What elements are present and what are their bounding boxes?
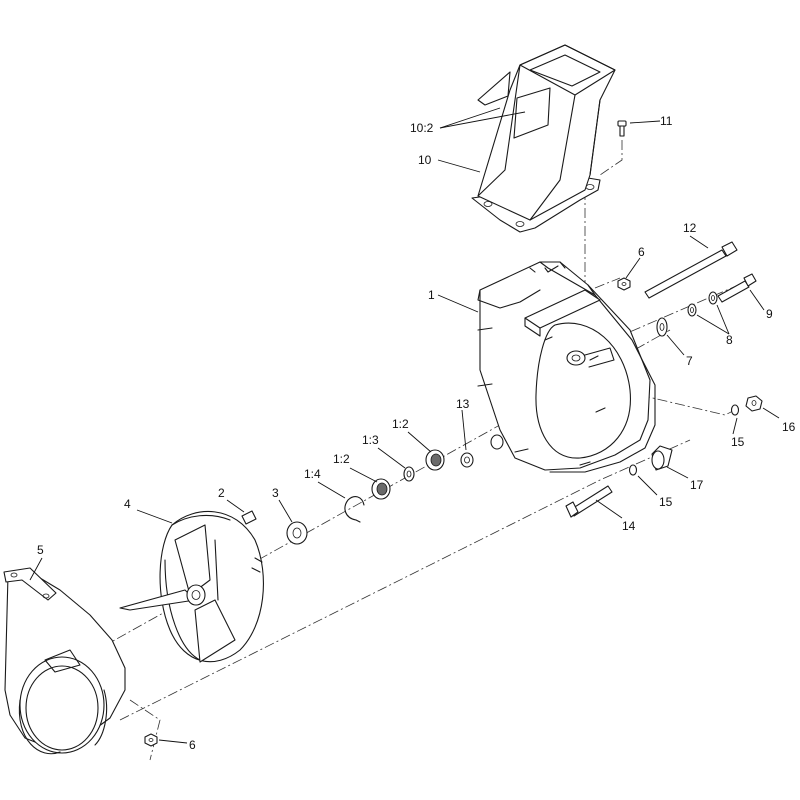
- blower-housing: [477, 261, 656, 473]
- callout-9: 9: [766, 307, 773, 321]
- callout-10: 10: [418, 153, 432, 167]
- callout-14: 14: [622, 519, 636, 533]
- callout-4: 4: [124, 497, 131, 511]
- callout-2: 2: [218, 486, 225, 500]
- hopper-bolt-axis: [599, 140, 623, 176]
- callout-1: 1: [428, 288, 435, 302]
- callout-15-right: 15: [731, 435, 745, 449]
- lower-bolt: [565, 485, 613, 518]
- callout-12: 12: [683, 221, 697, 235]
- callout-6-upper: 6: [638, 245, 645, 259]
- bearing-set: [344, 449, 445, 523]
- callout-11: 11: [660, 114, 673, 128]
- short-bolt: [717, 273, 757, 303]
- hopper-side-tab: [477, 71, 511, 106]
- callout-1-4: 1:4: [304, 467, 321, 481]
- bearing-spacer: [403, 466, 415, 482]
- callout-8: 8: [726, 333, 733, 347]
- callout-5: 5: [37, 543, 44, 557]
- label-plate: [513, 87, 551, 139]
- cover-nut: [144, 733, 158, 747]
- callout-15-lower: 15: [659, 495, 673, 509]
- housing-nut: [617, 277, 631, 291]
- callout-labels: 10:2 10 11 12 6 1 9 8 7 16 15 17 15 14 1…: [37, 114, 796, 752]
- long-shaft-bolt: [644, 241, 738, 299]
- impeller: [119, 510, 264, 663]
- callout-1-2-right: 1:2: [392, 417, 409, 431]
- right-washer-nut: [730, 395, 763, 416]
- shaft-key: [241, 510, 257, 525]
- flat-washers: [687, 291, 718, 317]
- callout-1-2-left: 1:2: [333, 452, 350, 466]
- snap-ring: [344, 496, 365, 521]
- callout-16: 16: [782, 420, 796, 434]
- nut-axis-bottom: [129, 699, 161, 761]
- callout-10-2: 10:2: [410, 121, 434, 135]
- discharge-hopper: [471, 44, 616, 233]
- nut-axis-right: [639, 394, 736, 416]
- callout-13: 13: [456, 397, 470, 411]
- bracket-drop-axis: [594, 277, 621, 289]
- leader-lines: [29, 107, 780, 744]
- callout-17: 17: [690, 478, 704, 492]
- hub-spacer: [460, 434, 504, 468]
- callout-6-lower: 6: [189, 738, 196, 752]
- callout-7: 7: [686, 354, 693, 368]
- large-washer: [656, 317, 668, 337]
- upper-bolt-axis: [564, 279, 751, 361]
- callout-3: 3: [272, 486, 279, 500]
- assembly-axes: [69, 140, 751, 761]
- hopper-bolt: [617, 120, 627, 137]
- spacer-tube: [651, 445, 673, 471]
- lower-washer: [628, 464, 638, 476]
- callout-1-3: 1:3: [362, 433, 379, 447]
- impeller-washer: [286, 521, 308, 545]
- front-cover: [3, 567, 126, 755]
